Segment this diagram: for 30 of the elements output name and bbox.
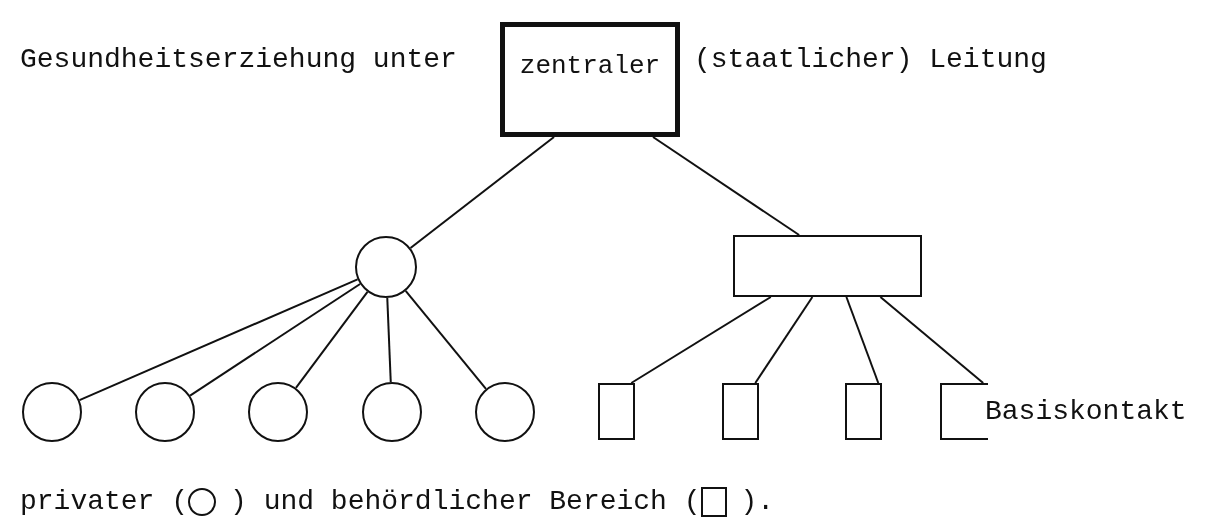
circle-node [248,382,308,442]
circle-node [362,382,422,442]
circle-node [22,382,82,442]
connector-line [879,296,985,384]
circle-node [355,236,417,298]
connector-line [189,283,362,397]
connector-line [409,136,555,250]
connector-line [754,296,814,384]
circle-node [135,382,195,442]
caption-text: privater ( [20,488,189,516]
box-node [722,383,759,440]
caption-text: ). [740,488,775,516]
box-node [733,235,922,297]
circle-node [475,382,535,442]
heading-text: Gesundheitserziehung unter [20,46,457,74]
heading-text: (staatlicher) Leitung [694,46,1047,74]
connector-line [386,296,392,384]
caption-text: ) und behördlicher Bereich ( [230,488,701,516]
open-box-node [940,383,988,440]
connector-line [78,278,359,402]
node-caption: Basiskontakt [985,398,1187,426]
connector-line [294,290,369,389]
connector-line [630,296,772,384]
connector-line [404,289,487,390]
box-label: zentraler [519,51,661,81]
connector-line [845,296,880,384]
box-node [598,383,635,440]
connector-line [652,136,801,236]
process-box [500,22,680,137]
box-node [845,383,882,440]
